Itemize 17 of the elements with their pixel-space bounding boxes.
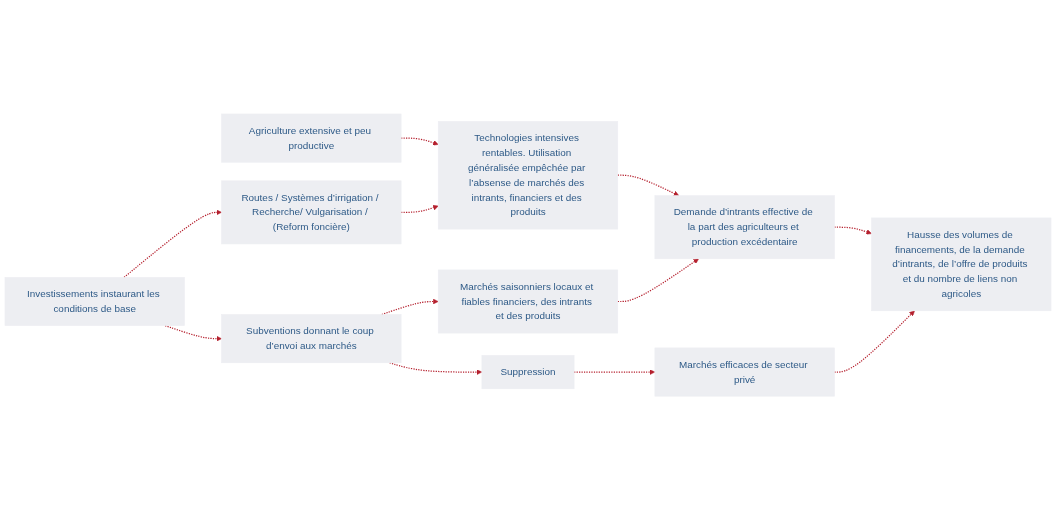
node-box: Agriculture extensive et peu productive <box>221 113 402 163</box>
arrow <box>833 226 872 235</box>
arrow <box>123 209 222 278</box>
arrow <box>164 324 222 342</box>
node-box: Demande d’intrants effective de la part des agriculteurs et production excédentaire <box>654 195 835 259</box>
arrow <box>617 258 699 303</box>
node-box: Routes / Systèmes d’irrigation / Recherche/ Vulgarisation / (Reform foncière) <box>221 180 402 245</box>
node-box: Hausse des volumes de financements, de la demande d’intrants, de l’offre de produits et du nombre de liens non agricoles <box>871 217 1052 311</box>
node-box: Marchés efficaces de secteur privé <box>654 347 835 397</box>
node-box: Subventions donnant le coup d’envoi aux marchés <box>221 314 402 363</box>
arrow <box>617 174 680 196</box>
node-box: Investissements instaurant les conditions de base <box>4 276 185 326</box>
arrow <box>381 298 439 316</box>
node-box: Technologies intensives rentables. Utilisation généralisée empêchée par l’absense de marchés des intrants, financiers et des produits <box>437 121 619 230</box>
node-box: Marchés saisonniers locaux et fiables financiers, des intrants et des produits <box>437 269 619 334</box>
node-box: Suppression <box>481 354 575 389</box>
arrow <box>833 310 915 373</box>
